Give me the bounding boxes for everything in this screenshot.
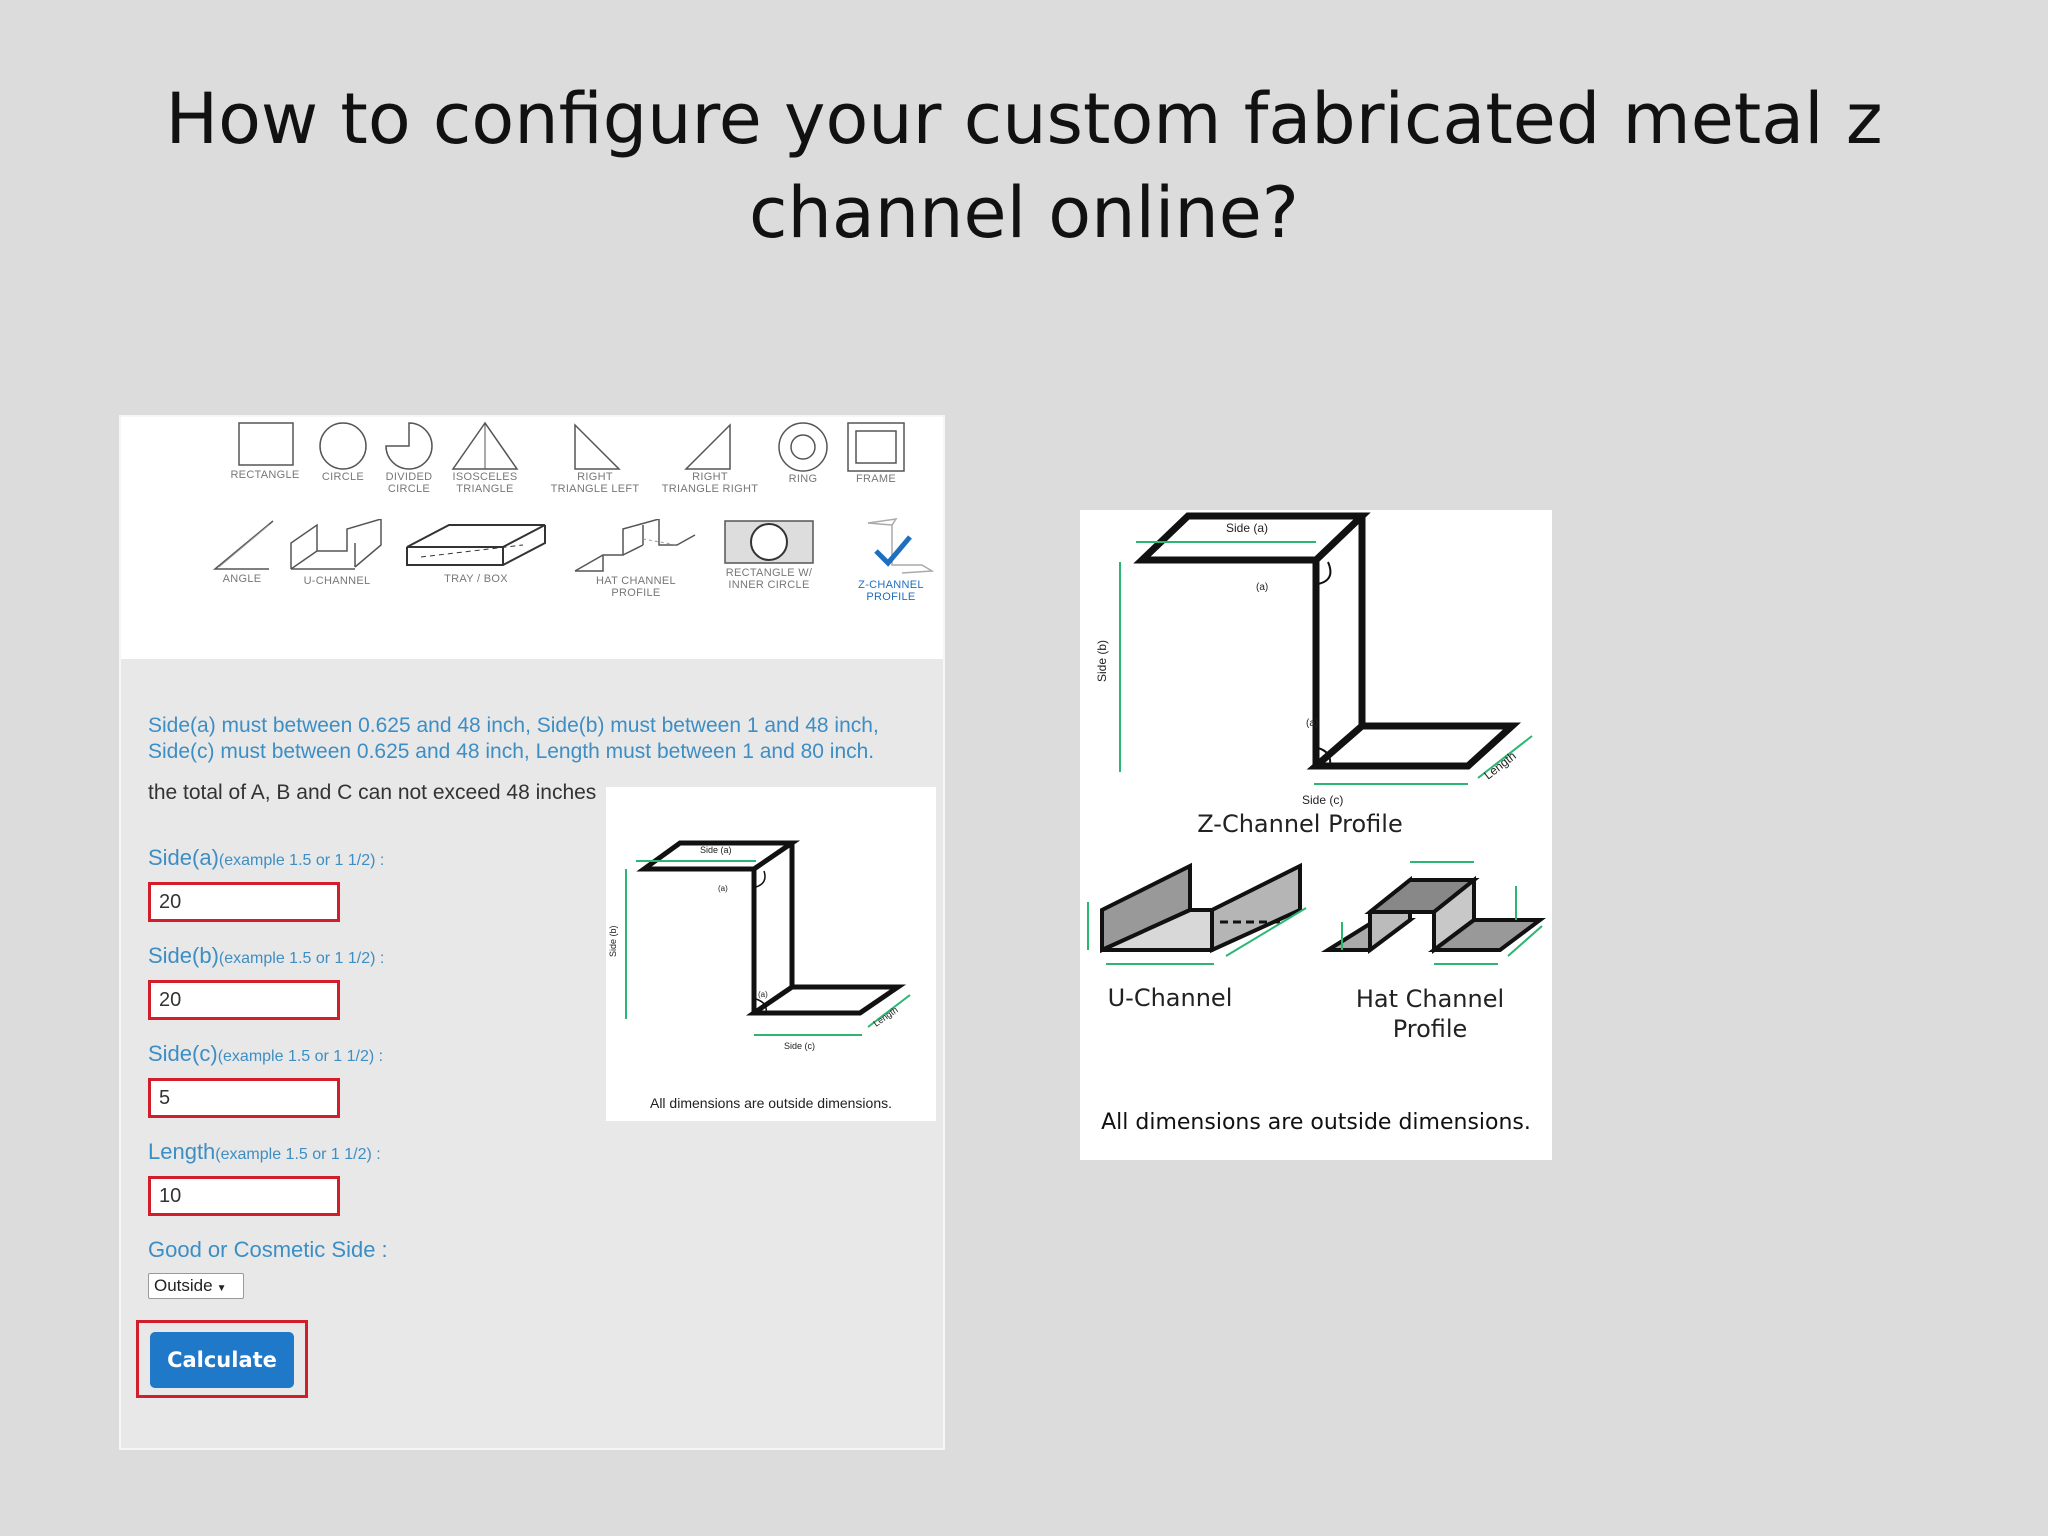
ref-side-c-label: Side (c) [1302,793,1343,807]
ref-angle-label-1: (a) [1256,582,1268,593]
reference-drawing: Side (a) Side (b) Side (c) Length (a) (a… [1087,512,1546,965]
angle-icon [212,520,274,570]
configurator-panel: RECTANGLE CIRCLE DIVIDED CIRCLE ISOSCELE… [119,415,945,1450]
shape-z-channel[interactable]: Z-CHANNEL PROFILE [847,517,935,603]
mini-side-a-label: Side (a) [700,845,732,855]
ring-icon [778,422,828,472]
shape-rectangle[interactable]: RECTANGLE [225,421,305,481]
mini-z-channel-diagram: Side (a) Side (b) Side (c) Length (a) (a… [606,787,936,1121]
cosmetic-side-select[interactable]: Outside▼ [148,1273,244,1299]
calculate-button[interactable]: Calculate [150,1332,294,1388]
right-triangle-left-icon [574,423,621,470]
cosmetic-side-label: Good or Cosmetic Side : [148,1237,388,1262]
rectangle-inner-circle-icon [724,520,814,564]
divided-circle-icon [385,422,433,470]
shape-isosceles-triangle[interactable]: ISOSCELES TRIANGLE [445,421,525,495]
length-input[interactable] [148,1176,340,1216]
shape-right-triangle-left[interactable]: RIGHT TRIANGLE LEFT [545,421,645,495]
shape-u-channel[interactable]: U-CHANNEL [285,519,389,587]
mini-z-channel-drawing: Side (a) Side (b) Side (c) Length (a) (a… [608,840,911,1051]
shape-hat-channel[interactable]: HAT CHANNEL PROFILE [573,519,699,599]
slide-title-line1: How to configure your custom fabricated … [165,78,1883,160]
u-channel-icon [290,519,382,570]
mini-length-label: Length [871,1005,899,1029]
ref-angle-label-2: (a) [1306,718,1318,729]
hat-channel-icon [574,519,696,572]
side-c-label: Side(c)(example 1.5 or 1 1/2) : [148,1041,384,1066]
dropdown-caret-icon: ▼ [216,1283,227,1294]
side-b-input[interactable] [148,980,340,1020]
mini-diagram-caption: All dimensions are outside dimensions. [649,1095,892,1111]
ref-side-a-label: Side (a) [1226,521,1268,535]
rectangle-icon [238,422,294,466]
mini-angle-label-2: (a) [758,990,768,999]
right-triangle-right-icon [684,423,731,470]
shape-tray-box[interactable]: TRAY / BOX [403,517,549,585]
shape-circle[interactable]: CIRCLE [313,421,373,483]
frame-icon [847,422,905,472]
u-channel-title: U-Channel [1107,984,1233,1012]
tray-box-icon [406,524,546,566]
shape-ring[interactable]: RING [775,421,831,485]
total-note: the total of A, B and C can not exceed 4… [148,781,597,804]
circle-icon [319,422,367,470]
mini-side-b-label: Side (b) [608,925,618,957]
mini-side-c-label: Side (c) [784,1041,815,1051]
shape-selector: RECTANGLE CIRCLE DIVIDED CIRCLE ISOSCELE… [121,417,943,659]
u-channel-drawing [1087,862,1307,965]
slide-title: How to configure your custom fabricated … [120,72,1928,260]
side-c-input[interactable] [148,1078,340,1118]
hat-channel-title: Hat Channel Profile [1355,985,1505,1043]
side-a-label: Side(a)(example 1.5 or 1 1/2) : [148,845,385,870]
length-label: Length(example 1.5 or 1 1/2) : [148,1139,381,1164]
z-channel-title: Z-Channel Profile [1197,810,1403,838]
slide-title-line2: channel online? [749,172,1299,254]
ref-side-b-label: Side (b) [1095,640,1109,682]
side-a-input[interactable] [148,882,340,922]
reference-caption: All dimensions are outside dimensions. [1101,1110,1531,1135]
isosceles-triangle-icon [451,421,519,470]
calculate-highlight: Calculate [136,1320,308,1398]
mini-angle-label-1: (a) [718,884,728,893]
side-b-label: Side(b)(example 1.5 or 1 1/2) : [148,943,385,968]
z-channel-icon [867,518,934,574]
hat-channel-drawing [1321,861,1546,965]
shape-angle[interactable]: ANGLE [207,519,277,585]
ref-length-label: Length [1481,749,1519,783]
shape-frame[interactable]: FRAME [843,421,909,485]
shape-right-triangle-right[interactable]: RIGHT TRIANGLE RIGHT [655,421,765,495]
dimension-constraints: Side(a) must between 0.625 and 48 inch, … [148,714,879,763]
shape-divided-circle[interactable]: DIVIDED CIRCLE [379,421,439,495]
shape-rectangle-inner-circle[interactable]: RECTANGLE W/ INNER CIRCLE [717,517,821,591]
checkmark-icon [874,535,912,567]
reference-figure: Side (a) Side (b) Side (c) Length (a) (a… [1080,510,1552,1160]
